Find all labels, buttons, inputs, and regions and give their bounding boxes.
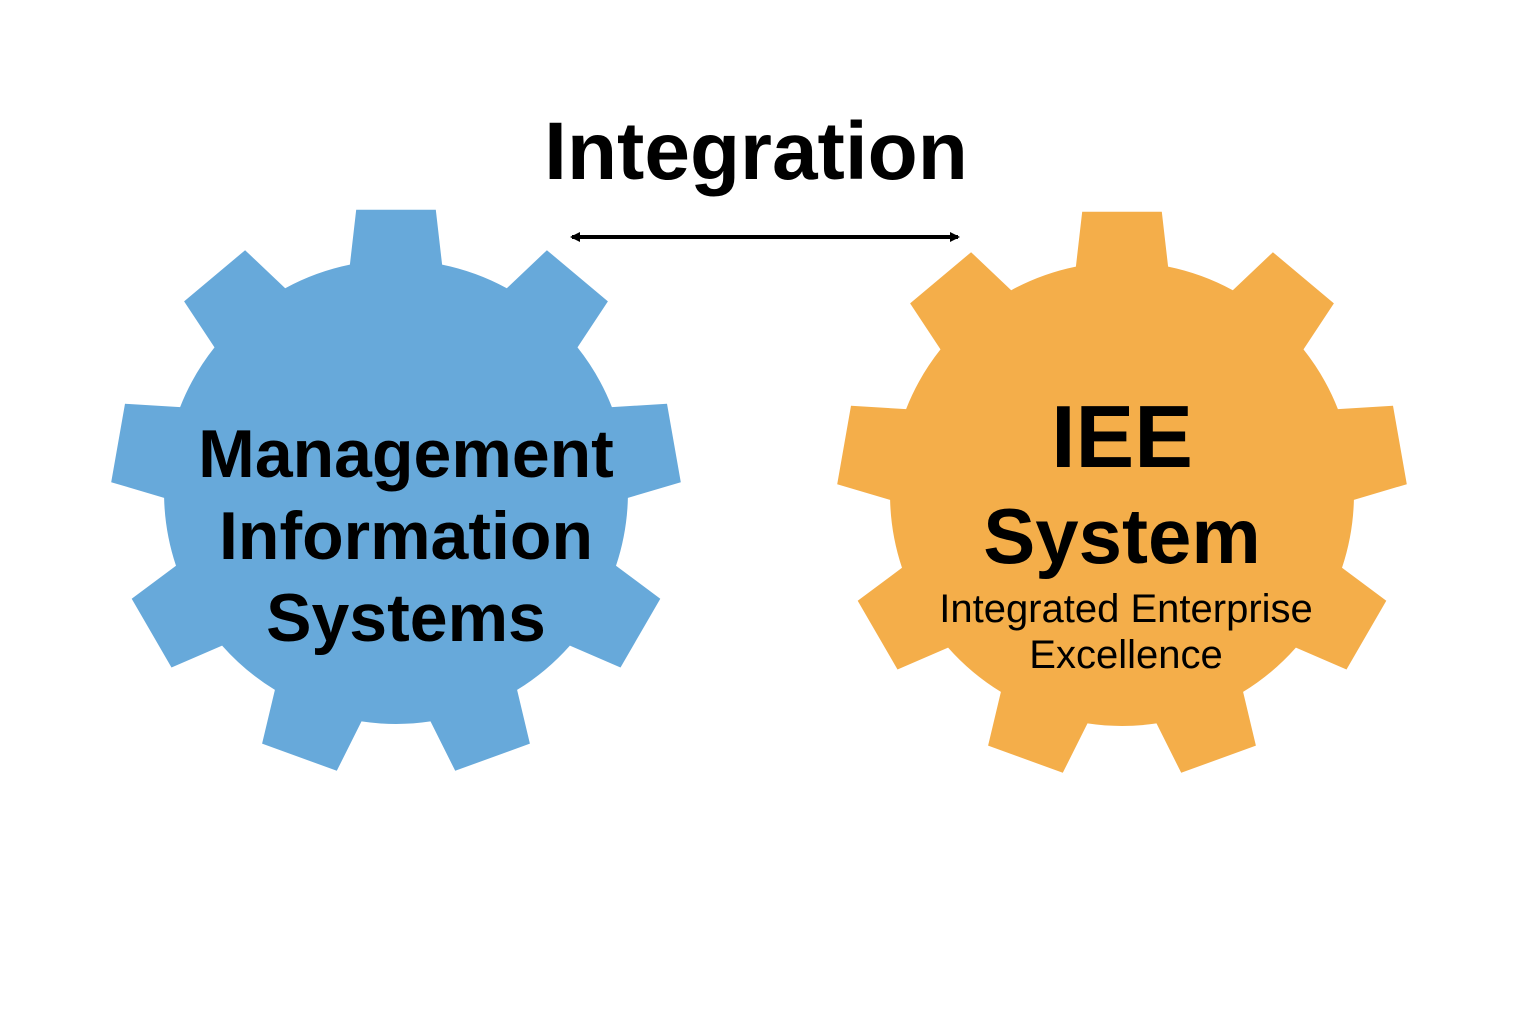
left-gear-line: Systems [266,580,546,656]
right-gear-subtitle: Excellence [1029,633,1223,677]
diagram-title: Integration [544,106,968,197]
left-gear-line: Information [219,498,593,574]
left-gear-line: Management [198,416,614,492]
right-gear-title: IEE [1051,387,1193,486]
right-gear-title: System [983,492,1261,580]
right-gear-icon [837,211,1407,773]
left-gear-icon [111,209,681,771]
right-gear-label: IEE System Integrated Enterprise Excelle… [931,388,1313,678]
right-gear-subtitle: Integrated Enterprise [939,587,1313,631]
left-gear-label: Management Information Systems [198,413,614,659]
